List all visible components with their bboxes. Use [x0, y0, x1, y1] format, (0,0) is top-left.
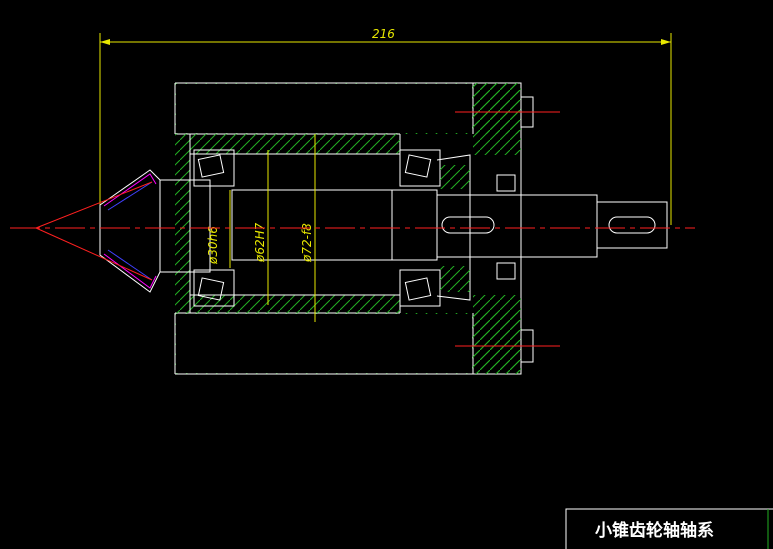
overall-dimension: 216: [99, 27, 672, 225]
diameter-dimensions: ø30h6 ø62H7 ø72-f8: [206, 134, 316, 322]
shaft: [159, 179, 668, 273]
title-block: 小锥齿轮轴轴系: [565, 508, 773, 549]
left-bearing: [193, 149, 235, 307]
bore-dimension-label: ø30h6: [206, 226, 220, 265]
sleeve: [175, 83, 521, 374]
right-bearing: [399, 149, 471, 307]
housing: [174, 82, 522, 375]
bolts: [455, 96, 560, 363]
overall-dimension-label: 216: [372, 27, 395, 41]
housing-dimension-label: ø62H7: [253, 222, 267, 263]
bevel-gear: [35, 169, 161, 293]
sleeve-dimension-label: ø72-f8: [300, 223, 314, 263]
drawing-title: 小锥齿轮轴轴系: [595, 520, 714, 541]
